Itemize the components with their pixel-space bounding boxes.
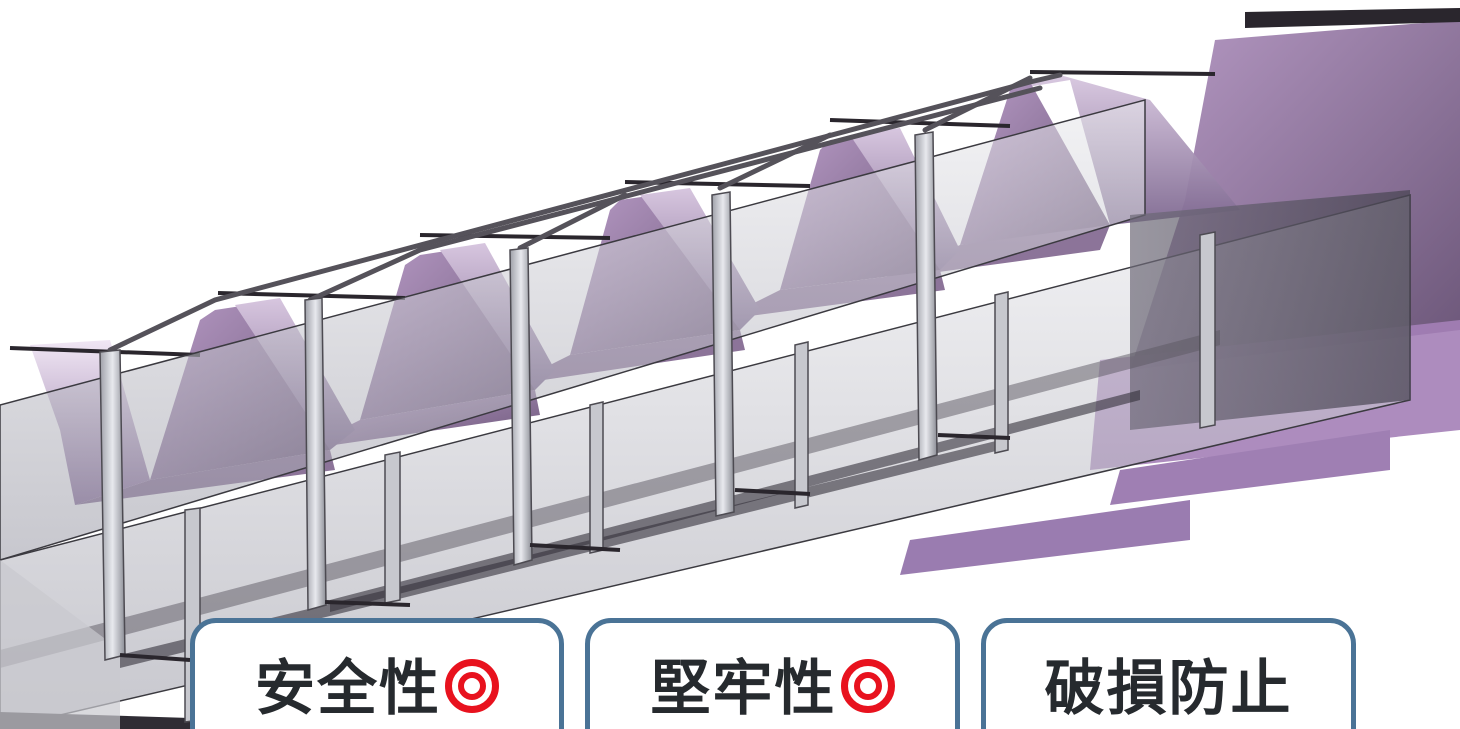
vertical-posts [99, 131, 1216, 723]
feature-card-robustness: 堅牢性 [585, 618, 960, 729]
handrails [107, 72, 1063, 353]
double-circle-red-icon [445, 659, 499, 713]
bottom-flanges [119, 433, 1011, 662]
card-label-damage-prevention: 破損防止 [1044, 654, 1293, 724]
feature-card-safety: 安全性 [190, 618, 564, 729]
card-label-robustness: 堅牢性 [650, 654, 837, 724]
feature-card-damage-prevention: 破損防止 [981, 618, 1356, 729]
glass-webs [0, 99, 1411, 729]
card-label-safety: 安全性 [255, 654, 441, 724]
double-circle-red-icon [840, 659, 895, 713]
